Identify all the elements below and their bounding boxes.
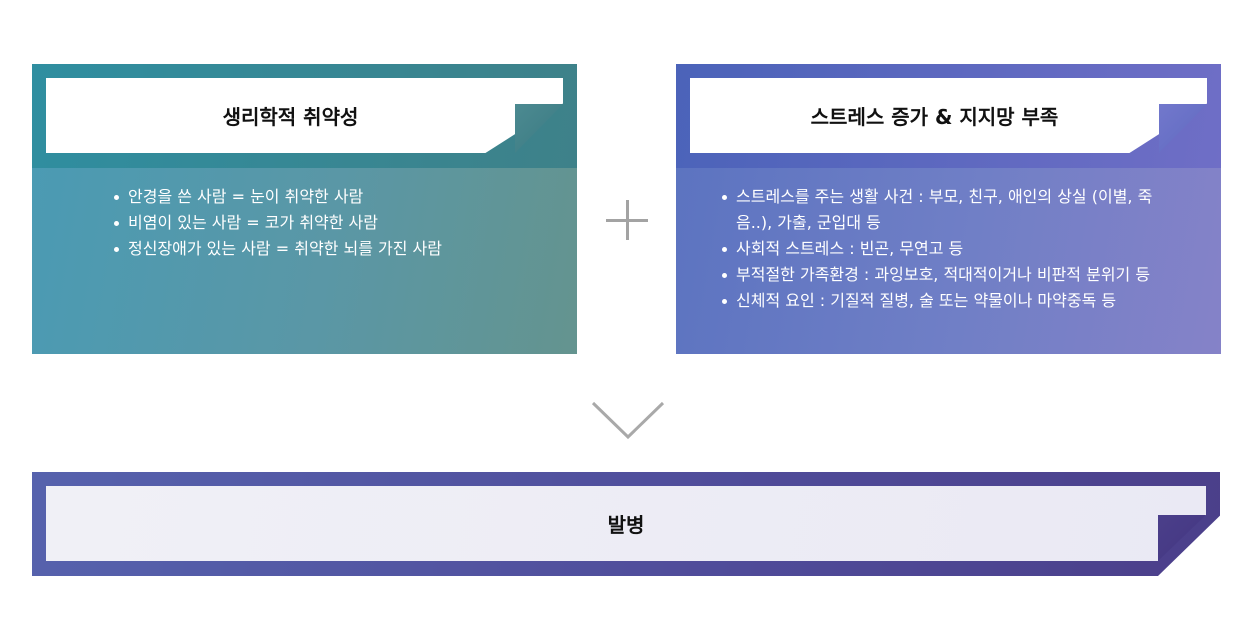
result-title: 발병	[607, 513, 645, 537]
plus-icon	[606, 200, 648, 240]
vulnerability-list: 안경을 쓴 사람 = 눈이 취약한 사람 비염이 있는 사람 = 코가 취약한 …	[112, 184, 532, 262]
stress-support-card: 스트레스 증가 & 지지망 부족 스트레스를 주는 생활 사건 : 부모, 친구…	[676, 64, 1221, 354]
list-item: 스트레스를 주는 생활 사건 : 부모, 친구, 애인의 상실 (이별, 죽음.…	[720, 184, 1180, 236]
list-item: 사회적 스트레스 : 빈곤, 무연고 등	[720, 236, 1180, 262]
list-item: 신체적 요인 : 기질적 질병, 술 또는 약물이나 마약중독 등	[720, 288, 1180, 314]
list-item: 안경을 쓴 사람 = 눈이 취약한 사람	[112, 184, 532, 210]
card-title-box	[690, 78, 1207, 153]
list-item: 부적절한 가족환경 : 과잉보호, 적대적이거나 비판적 분위기 등	[720, 262, 1180, 288]
result-title-box	[46, 486, 1206, 561]
physiological-vulnerability-card: 생리학적 취약성 안경을 쓴 사람 = 눈이 취약한 사람 비염이 있는 사람 …	[32, 64, 577, 354]
card-title: 생리학적 취약성	[222, 105, 359, 129]
stress-list: 스트레스를 주는 생활 사건 : 부모, 친구, 애인의 상실 (이별, 죽음.…	[720, 184, 1180, 314]
onset-result-card: 발병	[32, 472, 1220, 576]
list-item: 정신장애가 있는 사람 = 취약한 뇌를 가진 사람	[112, 236, 532, 262]
card-title: 스트레스 증가 & 지지망 부족	[810, 105, 1059, 129]
card-title-box	[46, 78, 563, 153]
list-item: 비염이 있는 사람 = 코가 취약한 사람	[112, 210, 532, 236]
chevron-down-icon	[591, 401, 665, 440]
